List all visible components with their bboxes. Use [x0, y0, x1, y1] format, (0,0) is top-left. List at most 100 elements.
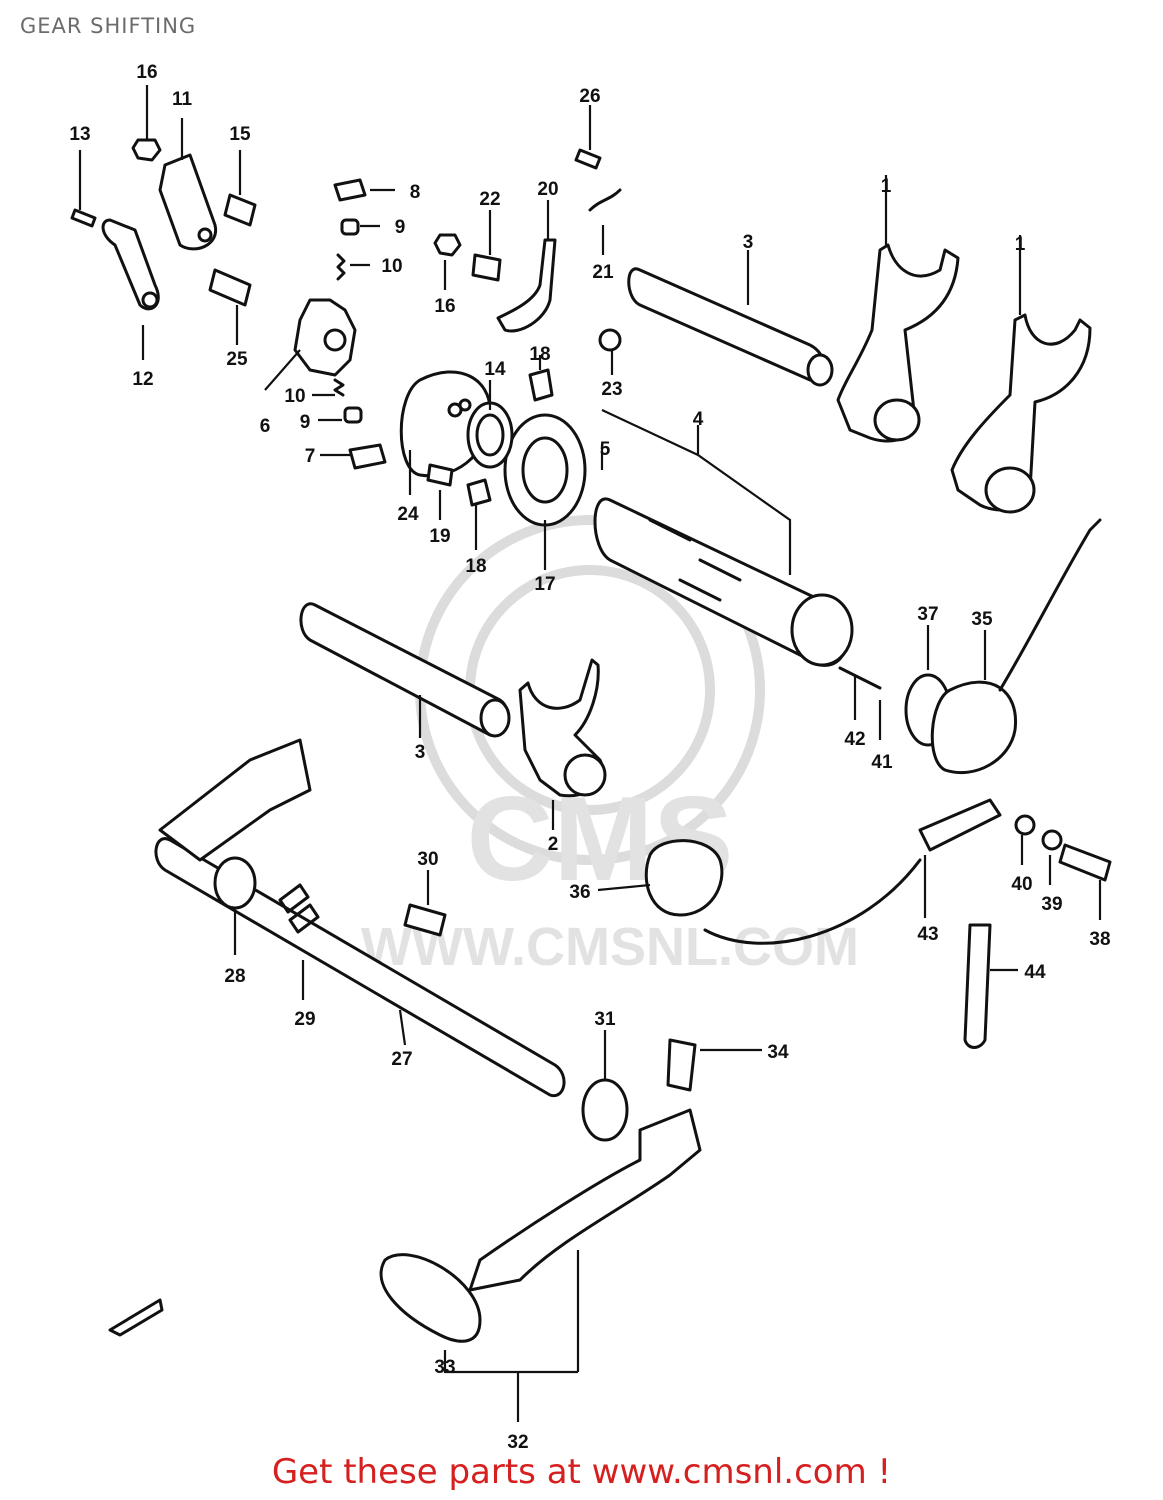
return-spring-29[interactable] — [278, 883, 320, 934]
callout-6[interactable]: 6 — [260, 416, 271, 437]
spring-pin-30[interactable] — [403, 903, 447, 937]
bolt-26[interactable] — [574, 148, 602, 170]
callout-13[interactable]: 13 — [69, 124, 90, 145]
callout-14[interactable]: 14 — [484, 359, 506, 380]
cam-stopper-plate-24[interactable] — [399, 370, 492, 478]
nut-16b[interactable] — [433, 233, 462, 257]
watermark-url-text: WWW.CMSNL.COM — [361, 917, 859, 977]
callout-3b[interactable]: 3 — [415, 742, 426, 763]
leader-lines — [78, 85, 1102, 1422]
spring-10b[interactable] — [333, 378, 345, 397]
bolt-38[interactable] — [1058, 843, 1112, 882]
callout-9b[interactable]: 9 — [300, 412, 311, 433]
callout-33[interactable]: 33 — [434, 1357, 455, 1378]
callout-19[interactable]: 19 — [429, 526, 450, 547]
shift-arm-plate[interactable] — [158, 738, 312, 862]
get-parts-link[interactable]: Get these parts at www.cmsnl.com ! — [271, 1452, 892, 1492]
fork-shaft-3-upper[interactable] — [627, 267, 827, 382]
callout-12[interactable]: 12 — [132, 369, 153, 390]
bolt-13[interactable] — [70, 208, 97, 228]
callout-28[interactable]: 28 — [224, 966, 245, 987]
callout-1a[interactable]: 1 — [881, 176, 892, 197]
callout-27[interactable]: 27 — [391, 1049, 412, 1070]
plate-11[interactable] — [158, 153, 218, 251]
callout-21[interactable]: 21 — [592, 262, 614, 283]
oil-seal-31[interactable] — [581, 1078, 629, 1142]
callout-22[interactable]: 22 — [479, 189, 500, 210]
callout-34[interactable]: 34 — [767, 1042, 789, 1063]
callout-5[interactable]: 5 — [600, 439, 611, 460]
callout-9a[interactable]: 9 — [395, 217, 406, 238]
callout-16b[interactable]: 16 — [434, 296, 455, 317]
bolt-15[interactable] — [223, 193, 257, 227]
callout-3a[interactable]: 3 — [743, 232, 754, 253]
front-direction-arrow-icon — [108, 1298, 164, 1337]
pawl-7[interactable] — [348, 443, 387, 470]
pin-9b[interactable] — [343, 406, 363, 424]
pawl-8[interactable] — [333, 178, 367, 202]
callout-40[interactable]: 40 — [1011, 874, 1032, 895]
callout-43[interactable]: 43 — [917, 924, 938, 945]
callout-41[interactable]: 41 — [871, 752, 893, 773]
switch-lead-wire — [998, 518, 1102, 692]
washer-23[interactable] — [598, 328, 622, 352]
spring-21[interactable] — [588, 188, 622, 212]
callout-7[interactable]: 7 — [305, 446, 316, 467]
callout-30[interactable]: 30 — [417, 849, 438, 870]
page-title: GEAR SHIFTING — [20, 14, 197, 38]
stopper-lever-12[interactable] — [101, 218, 160, 311]
callout-32[interactable]: 32 — [507, 1432, 528, 1453]
callout-2[interactable]: 2 — [548, 834, 559, 855]
callout-42[interactable]: 42 — [844, 729, 865, 750]
callout-23[interactable]: 23 — [601, 379, 622, 400]
clip-18a[interactable] — [528, 368, 554, 402]
bolt-25[interactable] — [208, 268, 252, 307]
shift-fork-1-upper[interactable] — [836, 243, 960, 443]
callout-29[interactable]: 29 — [294, 1009, 315, 1030]
callout-labels: 1 1 2 3 3 4 5 6 7 8 9 9 10 10 11 12 13 1… — [69, 62, 1110, 1453]
callout-20[interactable]: 20 — [537, 179, 558, 200]
callout-35[interactable]: 35 — [971, 609, 993, 630]
callout-37[interactable]: 37 — [917, 604, 938, 625]
bolt-34[interactable] — [666, 1038, 697, 1092]
callout-26[interactable]: 26 — [579, 86, 600, 107]
gear-position-switch-35[interactable] — [930, 680, 1018, 775]
washer-39[interactable] — [1041, 829, 1063, 851]
nut-16a[interactable] — [131, 138, 162, 162]
pin-9a[interactable] — [340, 218, 360, 236]
footpeg-rubber-33[interactable] — [379, 1253, 482, 1343]
callout-8[interactable]: 8 — [410, 182, 421, 203]
neutral-indicator-36[interactable] — [644, 839, 724, 917]
callout-18a[interactable]: 18 — [529, 344, 550, 365]
callout-15[interactable]: 15 — [229, 124, 251, 145]
callout-31[interactable]: 31 — [594, 1009, 616, 1030]
callout-16a[interactable]: 16 — [136, 62, 157, 83]
bolt-19[interactable] — [426, 463, 454, 487]
callout-36[interactable]: 36 — [569, 882, 590, 903]
arm-20[interactable] — [496, 238, 557, 333]
callout-39[interactable]: 39 — [1041, 894, 1062, 915]
bolt-22[interactable] — [471, 253, 502, 282]
callout-10b[interactable]: 10 — [284, 386, 305, 407]
callout-4[interactable]: 4 — [693, 409, 704, 430]
bracket-43[interactable] — [918, 798, 1002, 852]
switch-pin-42[interactable] — [838, 666, 882, 690]
clip-18b[interactable] — [466, 478, 492, 507]
callout-11[interactable]: 11 — [172, 89, 193, 110]
washer-40[interactable] — [1014, 814, 1036, 836]
callout-38[interactable]: 38 — [1089, 929, 1110, 950]
callout-25[interactable]: 25 — [226, 349, 248, 370]
callout-18b[interactable]: 18 — [465, 556, 486, 577]
callout-17[interactable]: 17 — [534, 574, 555, 595]
callout-1b[interactable]: 1 — [1015, 234, 1026, 255]
oil-seal-28[interactable] — [213, 856, 257, 910]
callout-24[interactable]: 24 — [397, 504, 419, 525]
callout-10a[interactable]: 10 — [381, 256, 402, 277]
shift-fork-1-right[interactable] — [950, 313, 1092, 512]
gearshift-shaft-27[interactable] — [154, 837, 566, 1098]
callout-44[interactable]: 44 — [1024, 962, 1046, 983]
clamp-44[interactable] — [963, 923, 992, 1049]
spring-10a[interactable] — [336, 253, 346, 281]
gearshift-lever-32[interactable] — [468, 1108, 702, 1292]
